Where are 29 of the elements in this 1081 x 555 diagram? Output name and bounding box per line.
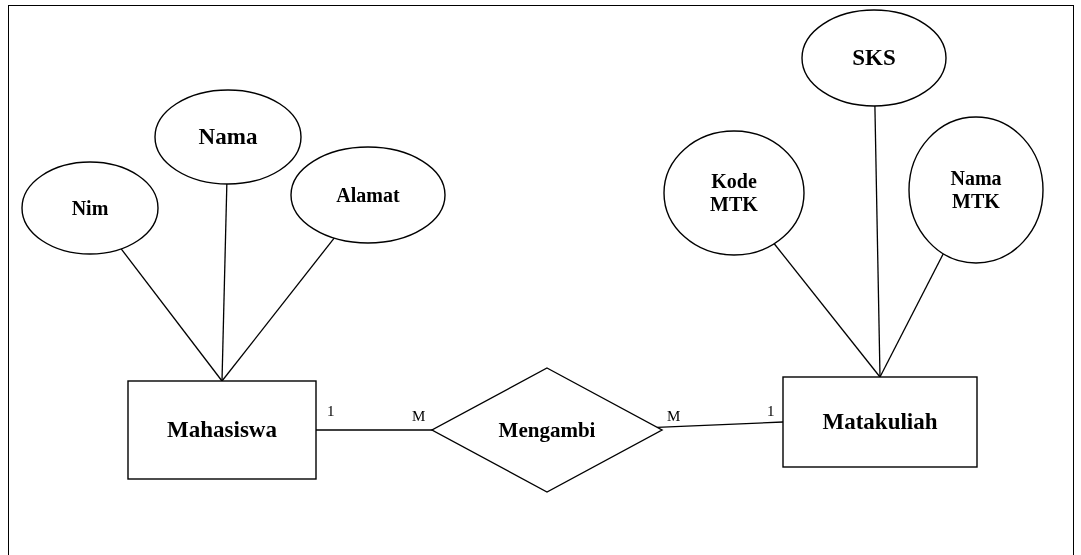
- node-label: Matakuliah: [822, 408, 938, 436]
- connector-line: [221, 183, 228, 382]
- connector-line: [874, 105, 881, 378]
- cardinality-label: M: [667, 408, 681, 425]
- attribute-ellipse: [664, 131, 804, 255]
- node-label: Alamat: [336, 183, 400, 207]
- connector-line: [879, 253, 944, 378]
- node-label: SKS: [852, 44, 896, 72]
- node-label: Mengambi: [498, 417, 596, 443]
- cardinality-label: M: [412, 408, 426, 425]
- attribute-ellipse: [155, 90, 301, 184]
- entity-box: [783, 377, 977, 467]
- cardinality-label: 1: [767, 403, 775, 420]
- connector-line: [773, 243, 881, 378]
- cardinality-label: 1: [327, 403, 335, 420]
- node-label: Nama MTK: [949, 167, 1003, 213]
- connector-line: [120, 248, 223, 382]
- attribute-ellipse: [22, 162, 158, 254]
- entity-box: [128, 381, 316, 479]
- attribute-ellipse: [291, 147, 445, 243]
- connector-line: [656, 421, 784, 428]
- connector-line: [221, 237, 335, 382]
- node-label: Kode MTK: [709, 170, 759, 216]
- relationship-diamond: [432, 368, 662, 492]
- node-label: Nim: [71, 196, 109, 220]
- node-label: Mahasiswa: [167, 416, 277, 444]
- attribute-ellipse: [909, 117, 1043, 263]
- attribute-ellipse: [802, 10, 946, 106]
- node-label: Nama: [198, 123, 258, 151]
